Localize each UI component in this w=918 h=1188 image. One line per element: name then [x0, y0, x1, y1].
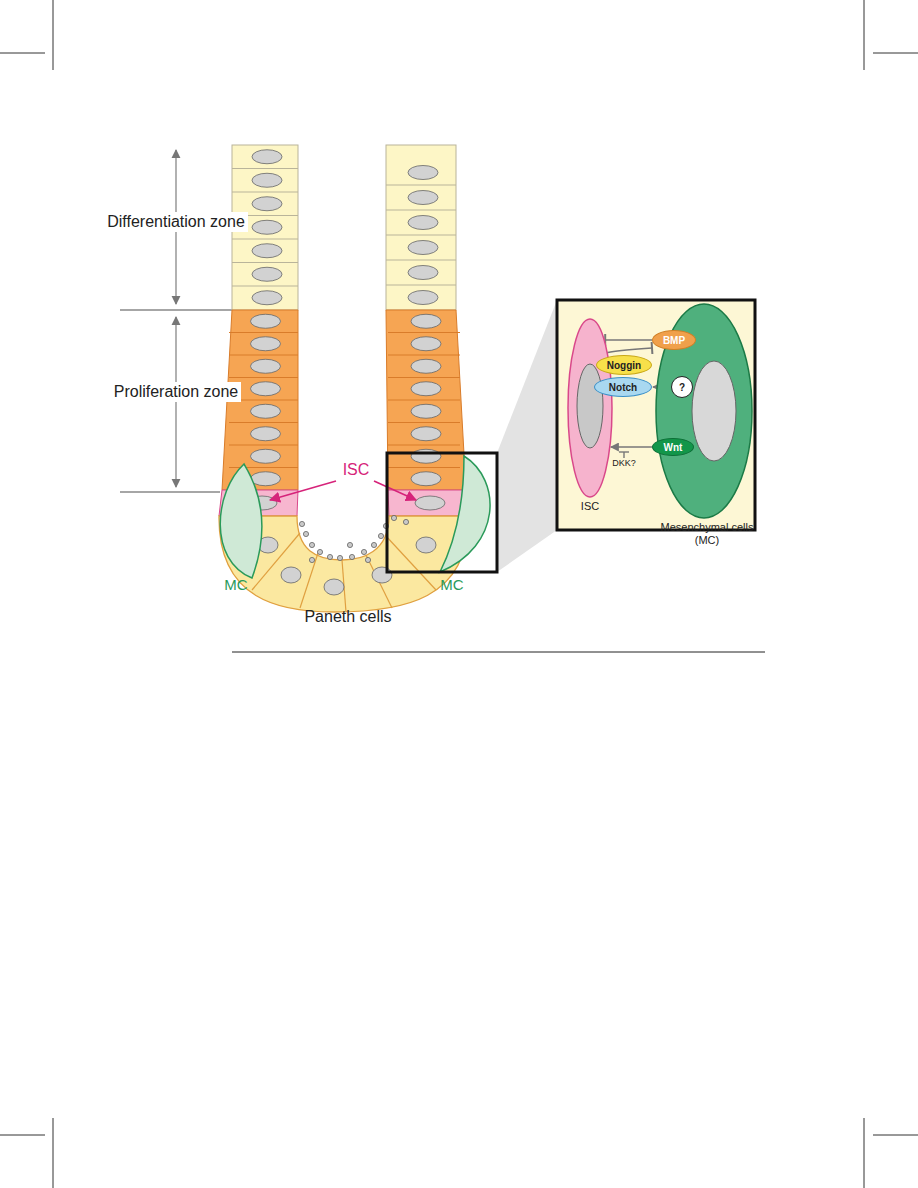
signal-oval: Wnt: [652, 438, 694, 456]
stem-cell: ISC: [560, 318, 620, 518]
signal-name: Notch: [609, 382, 637, 393]
zone-label: Differentiation zone: [104, 212, 248, 232]
zoom-wedge: [497, 300, 557, 572]
isc-label: ISC: [336, 461, 376, 479]
signal-name: Noggin: [607, 360, 641, 371]
signal-oval: Noggin: [596, 355, 652, 375]
cell-label: Mesenchymal cells (MC): [652, 521, 762, 546]
mesenchymal-cell: [440, 456, 490, 572]
cell-pattern: [229, 150, 460, 595]
mc-label: MC: [436, 576, 468, 593]
signal-name: Wnt: [664, 442, 683, 453]
inhibitor-label: DKK?: [606, 458, 642, 468]
signal-oval: BMP: [652, 330, 696, 350]
cell-label: ISC: [560, 500, 620, 513]
dkk-inhibition: [619, 452, 629, 458]
inset-panel: [557, 300, 755, 530]
signal-name: ?: [679, 382, 685, 393]
isc-pointer: [270, 481, 336, 500]
mesenchymal-cell: [220, 464, 261, 578]
rule: [232, 652, 765, 653]
mc-label: MC: [220, 576, 252, 593]
unknown-circle: ?: [671, 376, 693, 398]
zoom-box: [387, 453, 497, 572]
signal-oval: Notch: [594, 377, 652, 397]
zone-scale: [120, 150, 232, 492]
epithelial-columns: [219, 145, 468, 612]
signal-name: BMP: [663, 335, 685, 346]
signal-connector: [605, 339, 652, 341]
isc-pointer: [374, 481, 416, 500]
signal-connector: [611, 446, 652, 448]
zone-label: Proliferation zone: [111, 382, 242, 402]
cell-outline: [560, 318, 620, 498]
paneth-label: Paneth cells: [286, 608, 410, 626]
